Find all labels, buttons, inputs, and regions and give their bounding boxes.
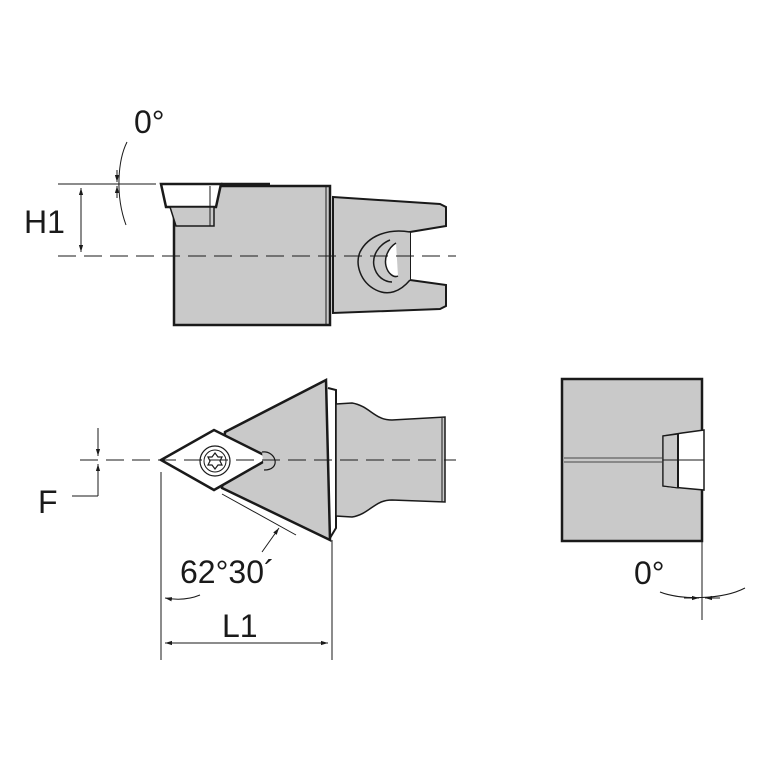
front-angle-arc <box>659 587 746 599</box>
lead-angle-label: 62°30´ <box>180 554 275 590</box>
torx-icon <box>207 452 223 470</box>
side-view <box>159 182 447 327</box>
top-view <box>158 377 446 543</box>
side-insert <box>159 182 223 209</box>
top-shank <box>335 402 446 518</box>
h1-label: H1 <box>24 204 65 240</box>
front-angle-label: 0° <box>634 555 665 591</box>
front-view <box>560 377 705 543</box>
f-label: F <box>38 484 58 520</box>
l1-label: L1 <box>222 608 258 644</box>
side-clamp-ring <box>357 230 411 294</box>
side-angle-label: 0° <box>134 104 165 140</box>
